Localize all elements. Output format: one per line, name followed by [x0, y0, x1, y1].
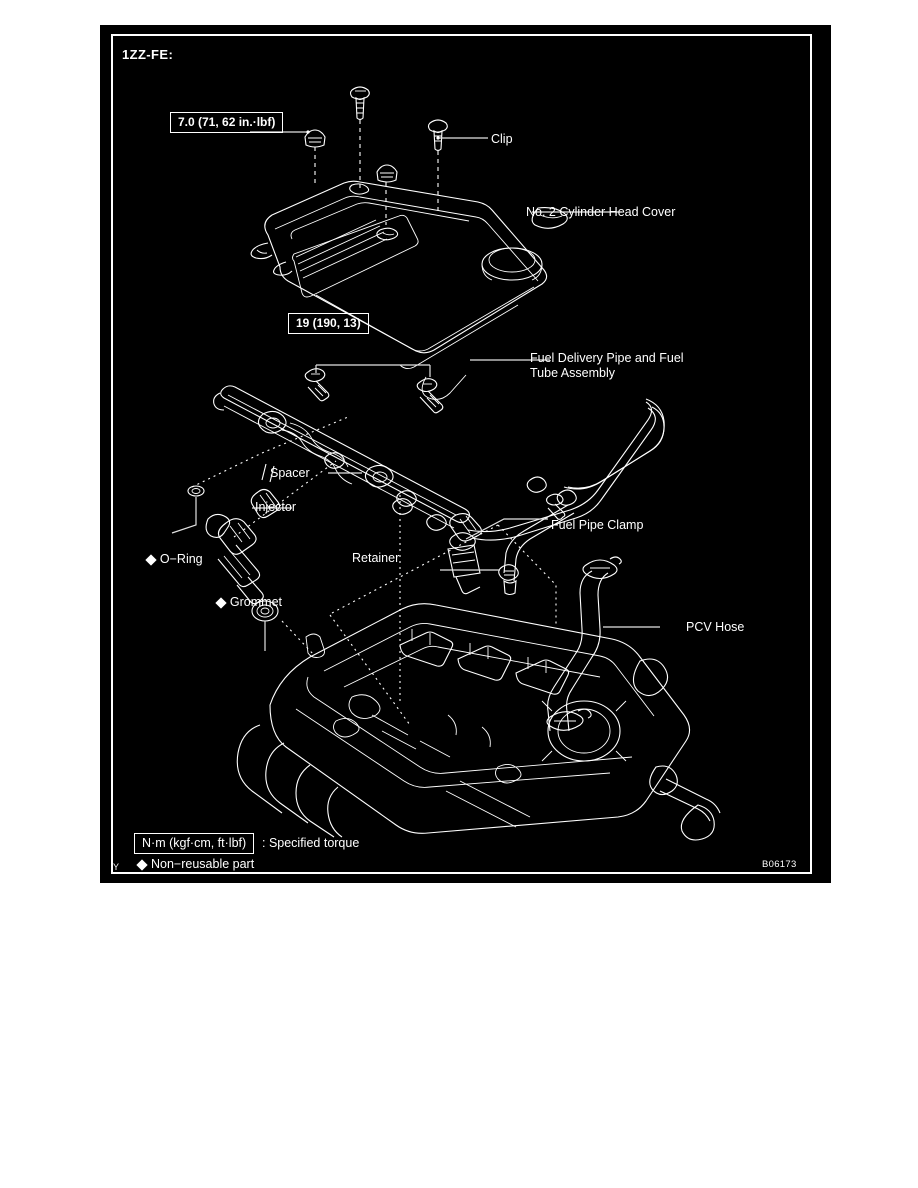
non-reusable-diamond-icon	[215, 597, 227, 609]
callout-fuel-delivery-pipe-line1: Fuel Delivery Pipe and Fuel	[530, 351, 684, 365]
callout-fuel-pipe-clamp: Fuel Pipe Clamp	[551, 518, 644, 532]
cover-bolt-mid-icon	[376, 164, 398, 225]
callout-o-ring-text: O−Ring	[159, 552, 203, 566]
o-ring-icon	[187, 485, 205, 497]
cover-bolt-left-icon	[304, 129, 326, 185]
oring-assembly-path-2	[261, 416, 349, 454]
legend-non-reusable: Non−reusable part	[136, 857, 255, 871]
legend-torque-meaning: : Specified torque	[262, 836, 360, 850]
legend-torque-units-box: N·m (kgf·cm, ft·lbf)	[134, 833, 255, 854]
fuel-delivery-pipe-art	[213, 385, 482, 542]
callout-retainer: Retainer	[352, 551, 400, 565]
engine-code-title: 1ZZ-FE:	[122, 47, 174, 62]
leader-fuel-pipe-clamp	[465, 518, 548, 540]
exploded-view-artwork	[171, 86, 721, 841]
torque-box-cover-bolt: 7.0 (71, 62 in.·lbf)	[170, 112, 284, 133]
engine-assembly-art	[236, 603, 721, 841]
no2-cylinder-head-cover-art	[250, 180, 568, 400]
grommet-assembly-path	[331, 524, 499, 614]
figure-reference-code: B06173	[762, 859, 797, 870]
torque-bracket-19-legs	[315, 365, 431, 377]
legend-non-reusable-text: Non−reusable part	[151, 857, 255, 871]
fuel-pipe-clamp-icon	[447, 532, 481, 595]
non-reusable-diamond-icon	[136, 859, 148, 871]
callout-o-ring: O−Ring	[133, 537, 203, 582]
callout-injector: Injector	[255, 500, 296, 514]
callout-grommet: Grommet	[203, 580, 282, 625]
figure-plate	[100, 25, 831, 883]
callout-clip: Clip	[491, 132, 513, 146]
injector-art	[187, 463, 281, 622]
grommet-drop-path	[281, 620, 315, 656]
fuel-pipe-bolt-right-icon	[416, 378, 444, 414]
fuel-pipe-bolt-left-icon	[304, 368, 330, 402]
callout-no2-cylinder-head-cover: No. 2 Cylinder Head Cover	[526, 205, 676, 219]
clip-screw-right-icon	[427, 119, 448, 215]
torque-box-fuel-pipe-bolt: 19 (190, 13)	[288, 313, 369, 334]
oring-assembly-path	[191, 452, 263, 488]
retainer-icon	[498, 564, 519, 596]
callout-pcv-hose: PCV Hose	[686, 620, 745, 634]
injector-to-engine-path	[329, 614, 411, 726]
clamp-bolt-icon	[545, 493, 566, 520]
figure-frame-border	[111, 34, 812, 874]
callout-fuel-delivery-pipe-line2: Tube Assembly	[530, 366, 615, 380]
leader-o-ring	[171, 497, 197, 534]
non-reusable-diamond-icon	[145, 554, 157, 566]
clip-screw-center-icon	[349, 86, 370, 190]
pcv-hose-art	[546, 556, 622, 732]
fuel-tube-assembly-art	[392, 398, 665, 596]
callout-grommet-text: Grommet	[229, 595, 282, 609]
corner-mark: Y	[113, 862, 120, 872]
callout-spacer: Spacer	[270, 466, 310, 480]
